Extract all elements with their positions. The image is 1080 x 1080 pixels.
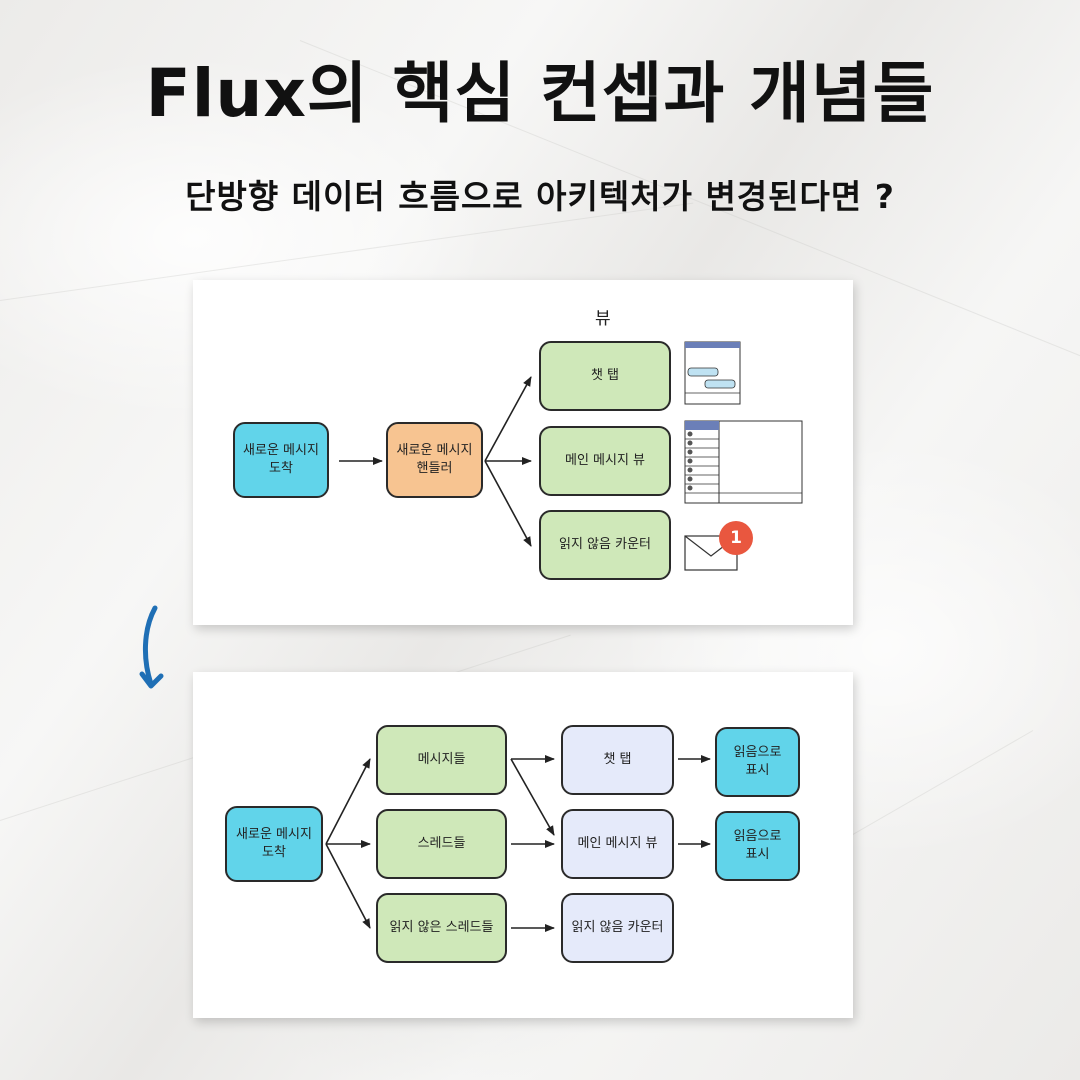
message-list-icon xyxy=(684,420,803,504)
node-mark-read-2: 읽음으로 표시 xyxy=(715,811,800,881)
arrow-arrive-to-unread-threads xyxy=(325,843,371,929)
arrow-messages-to-main-view xyxy=(510,758,555,836)
node-unread-threads: 읽지 않은 스레드들 xyxy=(376,893,507,963)
unread-badge-icon xyxy=(719,521,753,555)
node-unread-counter: 읽지 않음 카운터 xyxy=(539,510,671,580)
node-threads: 스레드들 xyxy=(376,809,507,879)
node-main-message-view: 메인 메시지 뷰 xyxy=(561,809,674,879)
node-new-message-arrive: 새로운 메시지 도착 xyxy=(225,806,323,882)
page-title: Flux의 핵심 컨셉과 개념들 xyxy=(145,55,935,132)
node-mark-read-1: 읽음으로 표시 xyxy=(715,727,800,797)
node-chat-tab: 챗 탭 xyxy=(561,725,674,795)
view-label: 뷰 xyxy=(595,309,611,329)
arrow-arrive-to-messages xyxy=(325,758,371,845)
node-new-message-arrive: 새로운 메시지 도착 xyxy=(233,422,329,498)
unread-badge-count: 1 xyxy=(730,528,742,548)
diagram-before-arrows xyxy=(339,341,803,571)
arrow-handler-to-chat-tab xyxy=(484,376,532,462)
node-new-message-handler: 새로운 메시지 핸들러 xyxy=(386,422,483,498)
down-arrow-icon xyxy=(139,605,164,689)
arrow-handler-to-counter xyxy=(484,460,532,547)
diagram-after-arrows xyxy=(325,755,711,932)
node-main-message-view: 메인 메시지 뷰 xyxy=(539,426,671,496)
page-subtitle: 단방향 데이터 흐름으로 아키텍처가 변경된다면 ? xyxy=(185,177,895,216)
node-unread-counter: 읽지 않음 카운터 xyxy=(561,893,674,963)
chat-window-icon xyxy=(684,341,741,405)
node-messages: 메시지들 xyxy=(376,725,507,795)
diagram-after: 새로운 메시지 도착 메시지들 스레드들 읽지 않은 스레드들 챗 탭 메인 메… xyxy=(193,672,853,1018)
node-chat-tab: 챗 탭 xyxy=(539,341,671,411)
diagram-before: 뷰 새로운 메시지 도착 새로운 메시지 핸들러 챗 탭 메인 메시지 뷰 읽지… xyxy=(193,280,853,625)
